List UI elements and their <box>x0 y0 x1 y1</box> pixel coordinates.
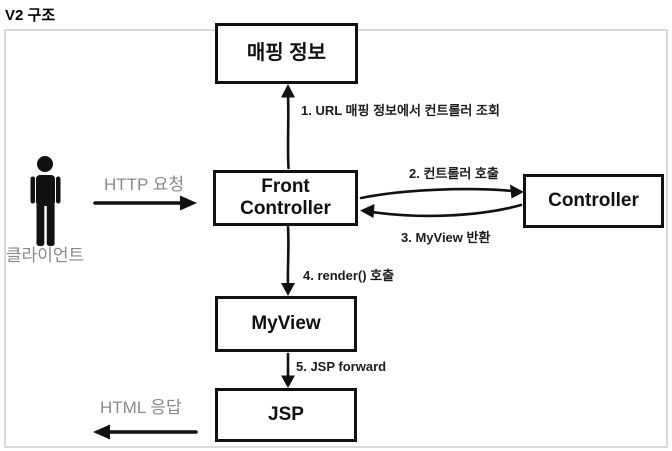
page-title: V2 구조 <box>5 7 56 24</box>
box-front-controller: Front Controller <box>213 170 358 226</box>
client-label: 클라이언트 <box>6 246 85 265</box>
html-response-label: HTML 응답 <box>100 398 182 417</box>
diagram-frame <box>4 29 668 448</box>
box-myview: MyView <box>215 296 357 352</box>
box-controller: Controller <box>523 174 664 228</box>
step4-label: 4. render() 호출 <box>303 268 395 283</box>
http-request-label: HTTP 요청 <box>104 175 185 194</box>
step2-label: 2. 컨트롤러 호출 <box>409 166 499 181</box>
box-mapping-info: 매핑 정보 <box>215 23 358 84</box>
box-jsp: JSP <box>215 388 357 442</box>
step5-label: 5. JSP forward <box>296 359 387 374</box>
step3-label: 3. MyView 반환 <box>401 230 491 245</box>
step1-label: 1. URL 매핑 정보에서 컨트롤러 조회 <box>301 103 500 118</box>
